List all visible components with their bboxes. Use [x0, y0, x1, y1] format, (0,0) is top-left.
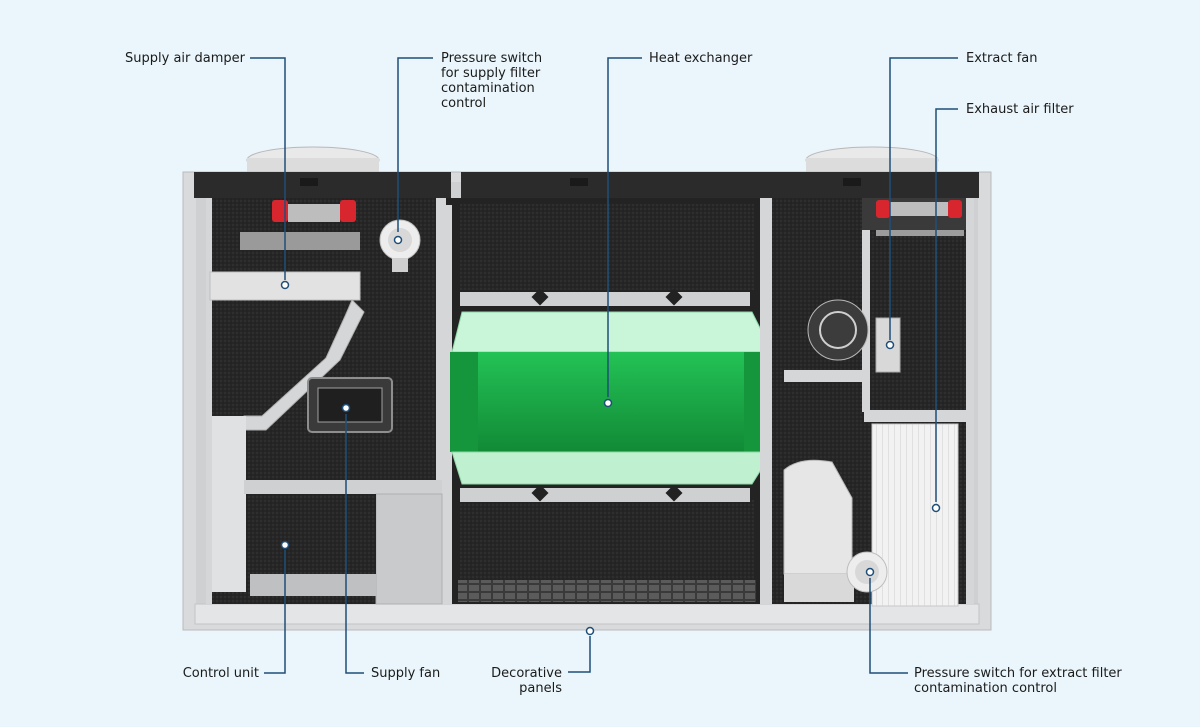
extract-fan-rotor: [807, 299, 869, 361]
marker-supply-fan: [341, 403, 351, 413]
upper-rail: [460, 292, 750, 306]
condensate-tray: [458, 580, 756, 602]
top-panel-right: [461, 172, 979, 198]
marker-control-unit: [280, 540, 290, 550]
supply-duct-collar: [246, 146, 380, 174]
label-exhaust-air-filter: Exhaust air filter: [966, 102, 1074, 117]
leader-control-unit: [264, 550, 286, 674]
supply-fan-unit: [307, 377, 393, 433]
label-supply-fan: Supply fan: [371, 666, 441, 681]
label-supply-air-damper: Supply air damper: [125, 51, 245, 66]
leader-exhaust-air-filter: [935, 108, 958, 502]
marker-supply-air-damper: [280, 280, 290, 290]
label-extract-fan: Extract fan: [966, 51, 1038, 66]
marker-pressure-switch-supply: [393, 235, 403, 245]
leader-supply-air-damper: [250, 57, 286, 280]
heat-exchanger-block: [450, 311, 773, 485]
extract-fan-bracket: [875, 317, 901, 373]
marker-heat-exchanger: [603, 398, 613, 408]
red-damper-motor-left: [272, 200, 288, 222]
red-motor-right: [876, 200, 890, 218]
bottom-panel: [194, 603, 980, 625]
leader-pressure-switch-extract: [869, 578, 908, 674]
marker-extract-fan: [885, 340, 895, 350]
leader-heat-exchanger: [607, 57, 642, 397]
label-control-unit: Control unit: [182, 666, 259, 681]
marker-exhaust-air-filter: [931, 503, 941, 513]
marker-decorative-panels: [585, 626, 595, 636]
label-heat-exchanger: Heat exchanger: [649, 51, 753, 66]
top-panel-left: [194, 172, 451, 198]
lower-rail: [460, 488, 750, 502]
marker-pressure-switch-extract: [865, 567, 875, 577]
extract-duct-collar: [805, 146, 939, 174]
leader-decorative-panels: [568, 636, 591, 673]
label-decorative-panels: Decorative panels: [491, 666, 562, 696]
leader-pressure-switch-supply: [397, 57, 433, 232]
extract-fan-housing: [783, 459, 854, 602]
leader-supply-fan: [345, 414, 364, 674]
label-pressure-switch-supply: Pressure switch for supply filter contam…: [441, 51, 543, 111]
label-pressure-switch-extract: Pressure switch for extract filter conta…: [914, 666, 1122, 696]
leader-extract-fan: [889, 57, 958, 340]
